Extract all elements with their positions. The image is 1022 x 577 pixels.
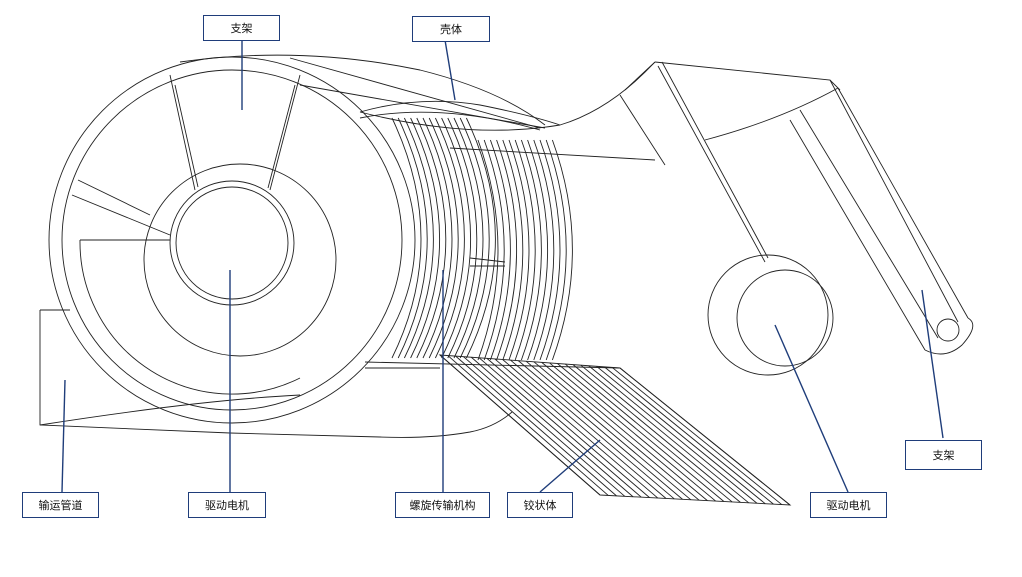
screw-coil-rear — [496, 139, 518, 361]
shovel-hatch-line — [564, 363, 733, 503]
leader-lines — [61, 39, 944, 493]
leader-drive-motor-right — [774, 324, 849, 493]
shovel-hatch-line — [471, 356, 634, 498]
shovel-hatch-line — [494, 358, 659, 499]
shovel-hatch-line — [572, 364, 741, 503]
label-drive-motor-right: 驱动电机 — [810, 492, 887, 518]
shovel-hatch-line — [455, 355, 617, 497]
shovel — [438, 354, 792, 506]
shovel-hatch-line — [517, 360, 683, 500]
shovel-hatch-line — [604, 366, 774, 505]
label-drive-motor-left: 驱动电机 — [188, 492, 266, 518]
shovel-hatch-line — [611, 367, 783, 505]
screw-coil-rear — [520, 139, 542, 361]
screw-coil-front — [441, 117, 471, 359]
shovel-hatch-line — [557, 363, 725, 502]
leader-bracket-right — [921, 289, 944, 439]
shovel-hatch-line — [478, 357, 642, 498]
screw-coil-front — [397, 117, 428, 359]
screw-coil-rear — [533, 139, 555, 361]
shovel-hatch-line — [580, 364, 749, 504]
screw-shaft — [469, 257, 506, 267]
screw-coil-rear — [545, 139, 567, 361]
screw-coil-rear — [477, 139, 499, 361]
shovel-hatch-line — [486, 358, 650, 498]
leader-conveying-pipe — [61, 379, 66, 493]
shovel-hatch-line — [525, 360, 692, 501]
shovel-hatch-line — [596, 365, 766, 505]
label-bracket-top: 支架 — [203, 15, 280, 41]
shovel-hatch-line — [588, 365, 758, 504]
screw-coil-rear — [551, 139, 573, 361]
screw-coil-rear — [483, 139, 505, 361]
right-bracket — [924, 317, 974, 355]
screw-coil-rear — [514, 139, 536, 361]
screw-conveyor — [391, 117, 573, 361]
conveying-pipe — [39, 309, 513, 438]
screw-coil-front — [434, 117, 465, 359]
label-bracket-right: 支架 — [905, 440, 982, 470]
screw-coil-front — [416, 117, 447, 359]
screw-coil-rear — [489, 139, 511, 361]
housing — [179, 54, 561, 131]
leader-shovel — [539, 439, 601, 493]
screw-coil-rear — [502, 139, 524, 361]
shovel-hatch-line — [502, 359, 667, 499]
label-conveying-pipe: 输运管道 — [22, 492, 99, 518]
leader-housing — [444, 39, 456, 101]
shovel-hatch-line — [510, 359, 675, 500]
screw-coil-rear — [539, 139, 561, 361]
left-drum — [48, 56, 416, 424]
screw-coil-rear — [527, 139, 549, 361]
screw-coil-front — [391, 117, 422, 359]
shovel-hatch-line — [463, 356, 626, 497]
label-housing: 壳体 — [412, 16, 490, 42]
screw-coil-front — [422, 117, 453, 359]
screw-coil-front — [403, 117, 434, 359]
shovel-hatch-line — [549, 362, 716, 502]
shovel-hatch-line — [439, 354, 601, 496]
right-drive-motor — [707, 254, 834, 376]
shovel-hatch-line — [541, 362, 708, 501]
screw-coil-front — [465, 117, 496, 359]
screw-coil-rear — [508, 139, 530, 361]
shovel-hatch-line — [533, 361, 700, 501]
label-shovel: 铰状体 — [507, 492, 573, 518]
screw-coil-front — [428, 117, 459, 359]
top-beam — [359, 61, 969, 351]
screw-coil-front — [410, 117, 440, 359]
label-screw-conveyor: 螺旋传输机构 — [395, 492, 490, 518]
bottom-frame — [364, 361, 621, 369]
shovel-hatch-line — [447, 355, 609, 496]
shovel-hatch-line — [619, 367, 791, 506]
